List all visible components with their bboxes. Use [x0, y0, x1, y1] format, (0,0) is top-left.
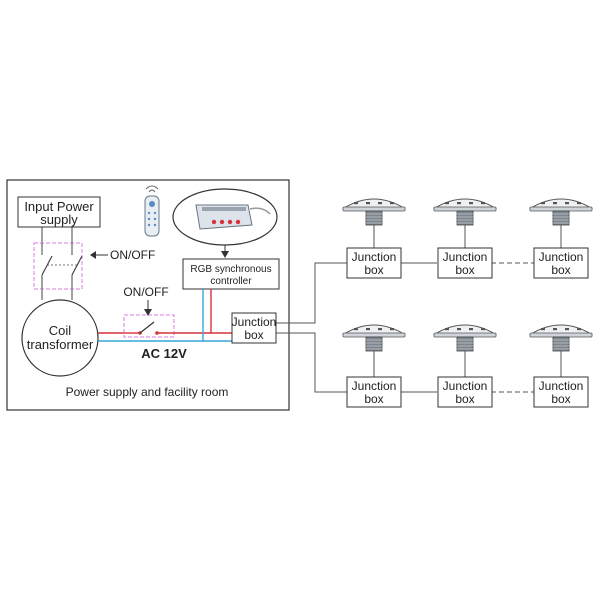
- light-junction-label-line2-bottom-1: box: [364, 392, 383, 406]
- rgb-controller-label-line1: RGB synchronous: [190, 264, 271, 275]
- main-switch-arrow-icon: [90, 251, 96, 259]
- facility-room-caption: Power supply and facility room: [66, 385, 229, 399]
- light-junction-label-line2-top-2: box: [455, 263, 474, 277]
- pool-light-mark-bottom-3-1: [553, 328, 557, 331]
- light-junction-box-top-2: [437, 247, 493, 279]
- pool-light-icon-bottom-3: [529, 324, 593, 352]
- controller-device-icon: [195, 204, 271, 230]
- facility-room-frame: [6, 179, 290, 411]
- light-junction-box-bottom-1: [346, 376, 402, 408]
- pool-light-mark-top-3-2: [565, 202, 569, 205]
- pool-light-rim-top-2: [433, 206, 497, 212]
- pool-light-mark-top-2-2: [469, 202, 473, 205]
- pool-light-mark-top-2-0: [445, 202, 449, 205]
- pool-light-rim-top-3: [529, 206, 593, 212]
- light-junction-box-bottom-3: [533, 376, 589, 408]
- light-junction-label-line1-top-3: Junction: [539, 250, 584, 264]
- pool-light-mark-bottom-3-2: [565, 328, 569, 331]
- light-junction-label-line1-top-2: Junction: [443, 250, 488, 264]
- light-junction-label-line1-bottom-2: Junction: [443, 379, 488, 393]
- main-switch-pole-left-blade: [41, 255, 53, 276]
- pool-light-mark-bottom-1-2: [378, 328, 382, 331]
- main-switch-pole-right-blade: [71, 255, 83, 276]
- main-switch-label: ON/OFF: [110, 248, 155, 262]
- pool-light-mark-top-1-3: [390, 202, 394, 205]
- pool-light-mark-bottom-3-3: [577, 328, 581, 331]
- controller-arrow-icon: [221, 251, 229, 258]
- light-junction-box-bottom-2: [437, 376, 493, 408]
- pool-light-mark-top-3-3: [577, 202, 581, 205]
- light-junction-label-line1-bottom-3: Junction: [539, 379, 584, 393]
- pool-light-rim-top-1: [342, 206, 406, 212]
- secondary-switch-label: ON/OFF: [123, 285, 168, 299]
- pool-light-mark-bottom-2-0: [445, 328, 449, 331]
- pool-light-icon-bottom-2: [433, 324, 497, 352]
- rgb-controller-label-line2: controller: [210, 276, 252, 287]
- secondary-switch-arrow-icon: [144, 309, 152, 316]
- light-junction-label-line2-top-1: box: [364, 263, 383, 277]
- pool-light-mark-top-2-1: [457, 202, 461, 205]
- rgb-controller-box: [182, 258, 280, 290]
- light-junction-label-line1-bottom-1: Junction: [352, 379, 397, 393]
- coil-label-line1: Coil: [49, 323, 72, 338]
- ac-voltage-label: AC 12V: [141, 346, 187, 361]
- pool-light-mark-top-3-0: [541, 202, 545, 205]
- pool-light-rim-bottom-2: [433, 332, 497, 338]
- light-junction-label-line2-bottom-3: box: [551, 392, 570, 406]
- light-junction-box-top-3: [533, 247, 589, 279]
- pool-light-mark-bottom-2-3: [481, 328, 485, 331]
- pool-light-icon-top-2: [433, 198, 497, 226]
- pool-light-rim-bottom-3: [529, 332, 593, 338]
- light-junction-label-line2-bottom-2: box: [455, 392, 474, 406]
- coil-label-line2: transformer: [27, 337, 94, 352]
- pool-light-mark-top-2-3: [481, 202, 485, 205]
- facility-junction-box: [231, 312, 277, 344]
- light-junction-label-line2-top-3: box: [551, 263, 570, 277]
- pool-light-mark-bottom-1-3: [390, 328, 394, 331]
- facility-junction-label-line2: box: [244, 328, 263, 342]
- pool-light-mark-bottom-2-1: [457, 328, 461, 331]
- pool-light-mark-top-3-1: [553, 202, 557, 205]
- pool-light-icon-bottom-1: [342, 324, 406, 352]
- light-units: JunctionboxJunctionboxJunctionboxJunctio…: [342, 198, 593, 408]
- input-power-box: [17, 196, 101, 228]
- light-junction-label-line1-top-1: Junction: [352, 250, 397, 264]
- pool-light-icon-top-1: [342, 198, 406, 226]
- coil-transformer: [21, 299, 99, 377]
- facility-junction-label-line1: Junction: [232, 315, 277, 329]
- pool-light-rim-bottom-1: [342, 332, 406, 338]
- trunk-wire-bottom: [276, 332, 348, 393]
- pool-light-mark-bottom-1-0: [354, 328, 358, 331]
- main-switch-box: [33, 242, 83, 290]
- pool-light-mark-top-1-1: [366, 202, 370, 205]
- input-power-label-line1: Input Power: [24, 199, 94, 214]
- input-power-label-line2: supply: [40, 212, 78, 227]
- pool-light-mark-top-1-0: [354, 202, 358, 205]
- pool-light-mark-bottom-1-1: [366, 328, 370, 331]
- light-junction-box-top-1: [346, 247, 402, 279]
- pool-light-mark-top-1-2: [378, 202, 382, 205]
- remote-control-icon: [144, 185, 160, 237]
- pool-light-icon-top-3: [529, 198, 593, 226]
- secondary-switch-blade: [139, 321, 155, 334]
- pool-light-mark-bottom-2-2: [469, 328, 473, 331]
- trunk-wire-top: [276, 262, 348, 324]
- pool-light-mark-bottom-3-0: [541, 328, 545, 331]
